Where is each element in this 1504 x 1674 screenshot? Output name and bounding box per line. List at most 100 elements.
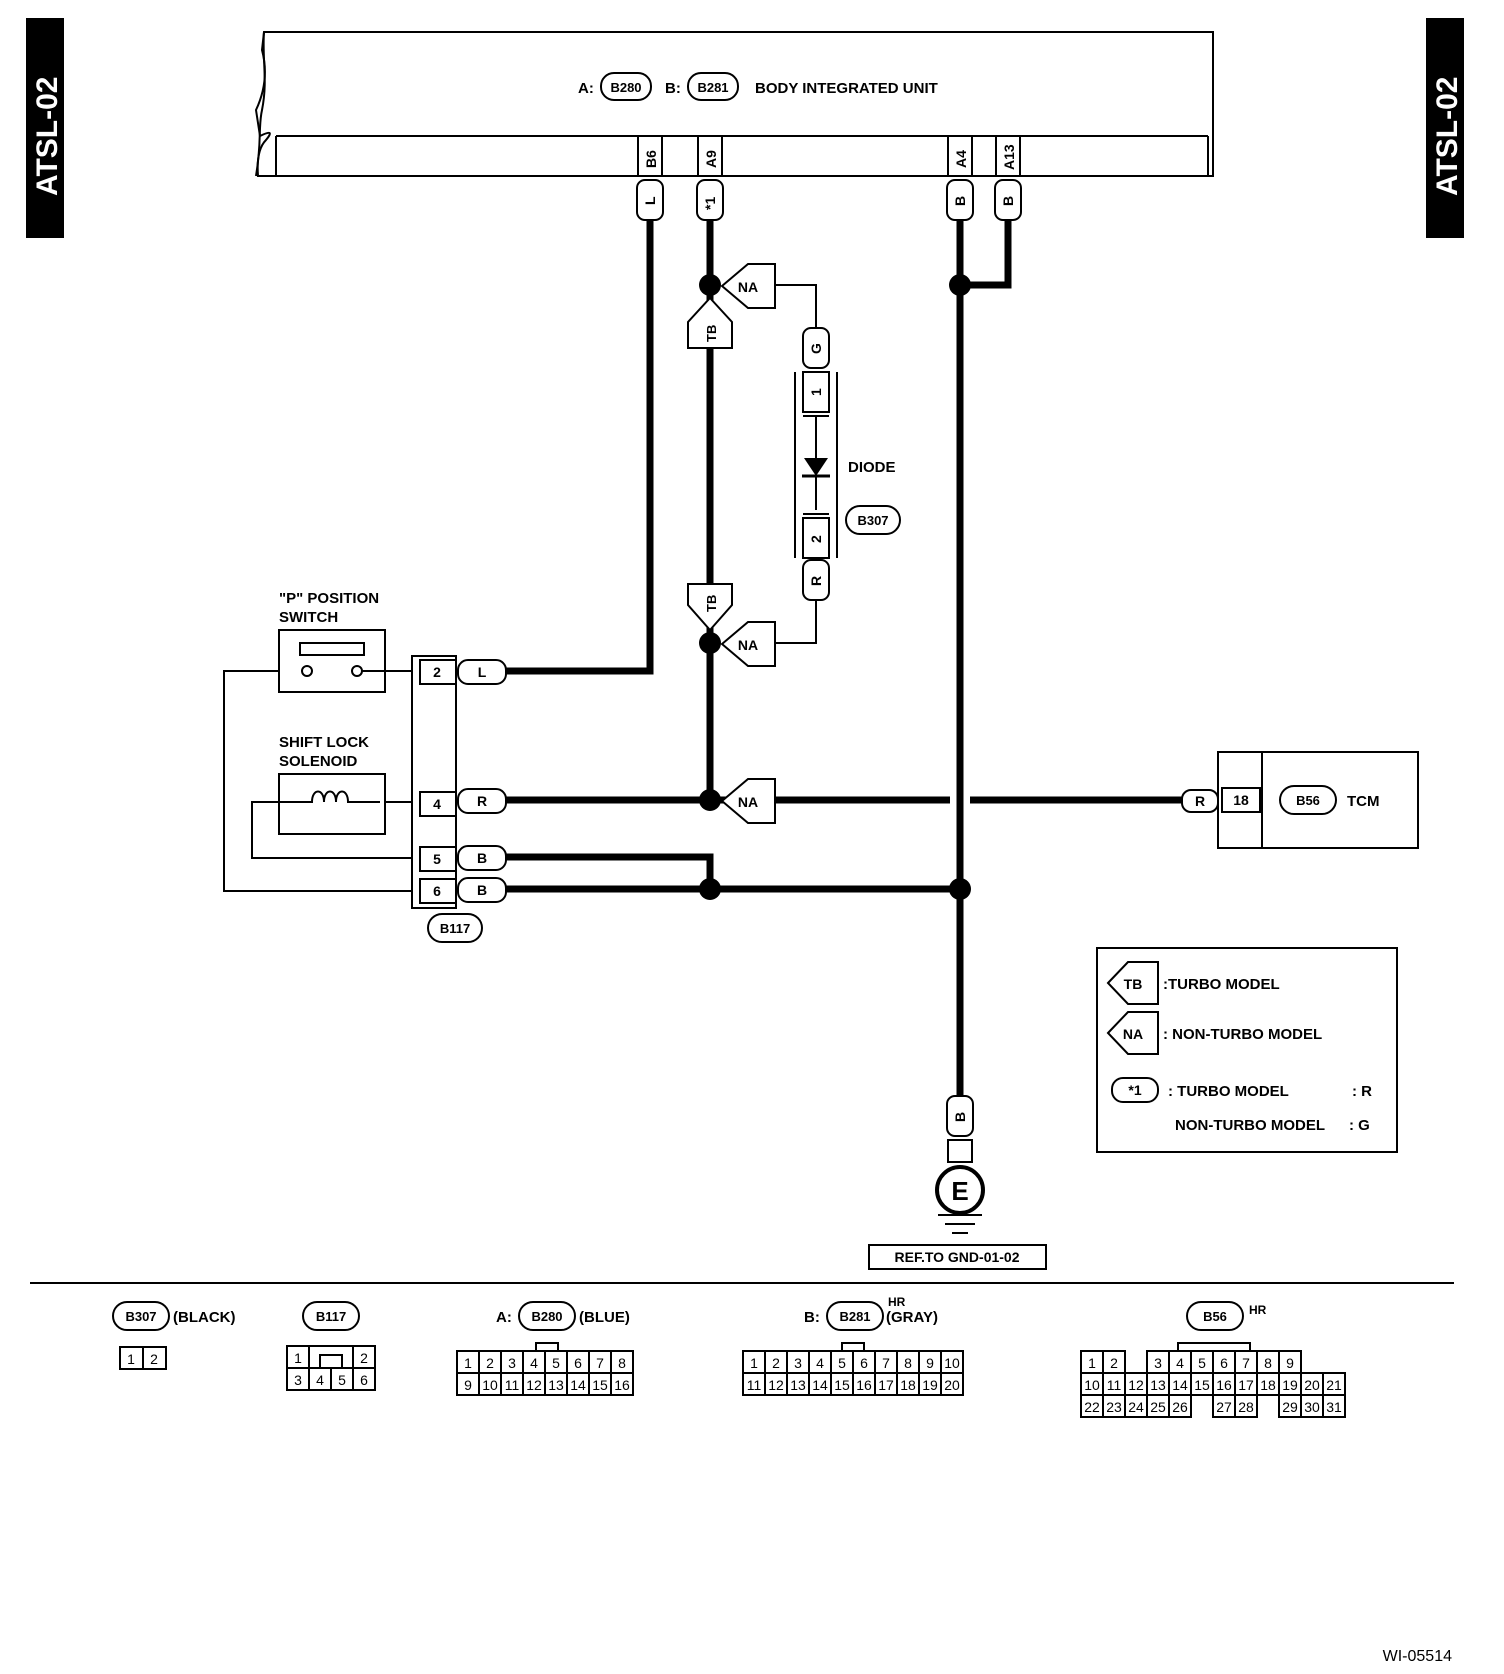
b56-pin-label: 12 bbox=[1128, 1377, 1144, 1393]
b56-pin-label: 1 bbox=[1088, 1355, 1096, 1371]
svg-text:ATSL-02: ATSL-02 bbox=[31, 77, 64, 196]
b281-pin-label: 5 bbox=[838, 1355, 846, 1371]
svg-text:: G: : G bbox=[1349, 1117, 1370, 1134]
switch-return-wire bbox=[223, 670, 412, 892]
b281-pin-label: 16 bbox=[856, 1377, 872, 1393]
svg-text:(BLUE): (BLUE) bbox=[579, 1309, 630, 1326]
b56-pin-label: 13 bbox=[1150, 1377, 1166, 1393]
svg-text:"P" POSITION: "P" POSITION bbox=[279, 590, 379, 607]
b280-pin-label: 8 bbox=[618, 1355, 626, 1371]
svg-text:TB: TB bbox=[704, 325, 719, 342]
svg-text:R: R bbox=[1195, 793, 1205, 809]
b56-pin-label: 29 bbox=[1282, 1399, 1298, 1415]
b56-pin-label: 28 bbox=[1238, 1399, 1254, 1415]
svg-text:: R: : R bbox=[1352, 1083, 1372, 1100]
svg-text:1: 1 bbox=[808, 388, 824, 396]
svg-text:6: 6 bbox=[360, 1372, 368, 1388]
diode-b307: G 1 2 R DIODE B307 bbox=[794, 327, 901, 601]
svg-text:L: L bbox=[642, 196, 658, 205]
b281-pin-label: 13 bbox=[790, 1377, 806, 1393]
svg-text:B: B bbox=[952, 1112, 968, 1122]
na-flag-tcm: NA bbox=[720, 778, 776, 824]
b280-pin-label: 2 bbox=[486, 1355, 494, 1371]
shift-lock-solenoid: SHIFT LOCK SOLENOID bbox=[278, 734, 412, 835]
svg-text:1: 1 bbox=[294, 1350, 302, 1366]
svg-text:TB: TB bbox=[1124, 976, 1143, 992]
svg-text:B281: B281 bbox=[839, 1309, 870, 1324]
b281-pin-label: 10 bbox=[944, 1355, 960, 1371]
p-position-switch: "P" POSITION SWITCH bbox=[278, 590, 412, 693]
b56-pin-label: 9 bbox=[1286, 1355, 1294, 1371]
b280-pin-label: 11 bbox=[505, 1377, 520, 1393]
svg-text:R: R bbox=[808, 576, 824, 586]
b56-pin-label: 17 bbox=[1238, 1377, 1254, 1393]
b56-pin-label: 23 bbox=[1106, 1399, 1122, 1415]
legend-star-turbo: : TURBO MODEL bbox=[1168, 1083, 1289, 1100]
tcm-unit: R 18 B56 TCM bbox=[1181, 751, 1419, 849]
tb-flag-bottom: TB bbox=[687, 583, 733, 632]
b56-pin-label: 11 bbox=[1107, 1377, 1122, 1393]
svg-text:(BLACK): (BLACK) bbox=[173, 1309, 235, 1326]
b280-pin-label: 10 bbox=[482, 1377, 498, 1393]
junction-dots bbox=[699, 274, 971, 900]
svg-text:3: 3 bbox=[294, 1372, 302, 1388]
svg-text:4: 4 bbox=[316, 1372, 324, 1388]
terminal-a13: A13 bbox=[1001, 144, 1017, 170]
b56-pin-label: 5 bbox=[1198, 1355, 1206, 1371]
b281-pin-label: 15 bbox=[834, 1377, 850, 1393]
body-integrated-unit: A: B280 B: B281 BODY INTEGRATED UNIT B6 … bbox=[254, 31, 1214, 177]
svg-text:5: 5 bbox=[338, 1372, 346, 1388]
svg-text:R: R bbox=[477, 793, 487, 809]
svg-text:NA: NA bbox=[1123, 1026, 1143, 1042]
b56-pin-label: 25 bbox=[1150, 1399, 1166, 1415]
conn-b280-label: B280 bbox=[610, 80, 641, 95]
svg-text:2: 2 bbox=[808, 535, 824, 543]
b280-pin-label: 14 bbox=[570, 1377, 586, 1393]
b280-pin-label: 16 bbox=[614, 1377, 630, 1393]
na-flag-top: NA bbox=[720, 263, 776, 309]
b56-pin-label: 18 bbox=[1260, 1377, 1276, 1393]
tcm-connector-label: B56 bbox=[1296, 793, 1320, 808]
b56-cell bbox=[1234, 1394, 1258, 1418]
svg-text:B:: B: bbox=[665, 80, 681, 97]
svg-text:2: 2 bbox=[433, 664, 441, 680]
b56-pin-label: 6 bbox=[1220, 1355, 1228, 1371]
svg-text:SWITCH: SWITCH bbox=[279, 609, 338, 626]
svg-text:NA: NA bbox=[738, 794, 758, 810]
svg-text:B: B bbox=[477, 850, 487, 866]
b56-pin-label: 7 bbox=[1242, 1355, 1250, 1371]
b280-pin-label: 12 bbox=[526, 1377, 542, 1393]
svg-text:B56: B56 bbox=[1203, 1309, 1227, 1324]
svg-text:HR: HR bbox=[888, 1295, 906, 1309]
b281-pin-label: 3 bbox=[794, 1355, 802, 1371]
svg-text:HR: HR bbox=[1249, 1303, 1267, 1317]
svg-text:ATSL-02: ATSL-02 bbox=[1431, 77, 1464, 196]
b280-pin-label: 15 bbox=[592, 1377, 608, 1393]
b56-pin-label: 4 bbox=[1176, 1355, 1184, 1371]
svg-text:L: L bbox=[478, 664, 487, 680]
connector-view-b307: B307 (BLACK) 1 2 bbox=[112, 1301, 235, 1370]
ground-ref: REF.TO GND-01-02 bbox=[895, 1249, 1020, 1265]
b281-pin-label: 14 bbox=[812, 1377, 828, 1393]
b56-pin-label: 8 bbox=[1264, 1355, 1272, 1371]
side-tab-left: ATSL-02 bbox=[26, 18, 64, 238]
svg-text:B117: B117 bbox=[316, 1309, 346, 1324]
b56-pin-label: 26 bbox=[1172, 1399, 1188, 1415]
svg-text:NA: NA bbox=[738, 637, 758, 653]
svg-text:B: B bbox=[952, 196, 968, 206]
b56-pin-label: 15 bbox=[1194, 1377, 1210, 1393]
svg-text:2: 2 bbox=[150, 1351, 158, 1367]
svg-text:*1: *1 bbox=[702, 197, 718, 210]
tcm-pin: 18 bbox=[1233, 792, 1249, 808]
b281-pin-label: 12 bbox=[768, 1377, 784, 1393]
b281-pin-label: 2 bbox=[772, 1355, 780, 1371]
b56-pin-label: 16 bbox=[1216, 1377, 1232, 1393]
b56-cell bbox=[1168, 1394, 1192, 1418]
b280-pin-label: 7 bbox=[596, 1355, 604, 1371]
svg-text:A:: A: bbox=[578, 80, 594, 97]
b280-pin-label: 6 bbox=[574, 1355, 582, 1371]
side-tab-right: ATSL-02 bbox=[1426, 18, 1464, 238]
svg-text:B280: B280 bbox=[531, 1309, 562, 1324]
svg-text:TB: TB bbox=[704, 595, 719, 612]
